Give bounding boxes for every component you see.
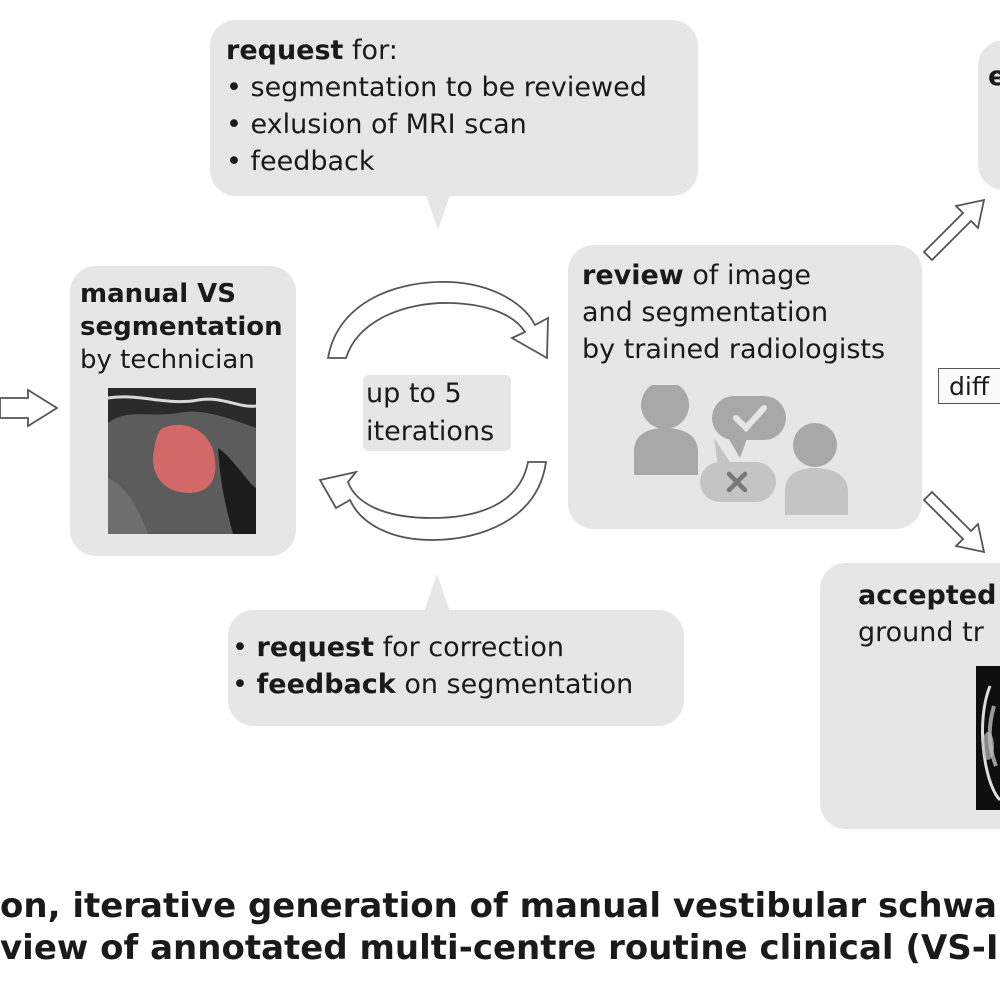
review-line2: and segmentation <box>582 297 829 328</box>
iterations-line1: up to 5 <box>366 378 462 409</box>
review-bold: review <box>582 260 684 291</box>
caption-line2: view of annotated multi-centre routine c… <box>0 928 999 968</box>
iterations-line2: iterations <box>366 416 495 447</box>
side-label: diff <box>938 368 1000 404</box>
manual-seg-line1: manual VS <box>80 279 237 309</box>
review-line1-rest: of image <box>683 260 812 291</box>
request-bottom-bubble-tail <box>424 574 450 612</box>
request-bottom-item1-bold: request <box>256 632 374 663</box>
mri-segmentation-image <box>108 388 256 534</box>
iterations-box <box>363 375 511 451</box>
top-right-box-text: e <box>988 61 1000 92</box>
request-bottom-bubble <box>228 610 684 726</box>
entry-arrow <box>0 388 59 428</box>
accepted-line1: accepted <box>858 580 997 611</box>
manual-seg-line2: segmentation <box>80 312 283 342</box>
accepted-mri-image <box>976 666 1000 810</box>
request-top-title-bold: request <box>226 35 344 66</box>
request-top-text: request for: • segmentation to be review… <box>226 32 647 180</box>
request-bottom-text: • request for correction • feedback on s… <box>232 632 634 700</box>
accepted-box <box>820 563 1000 829</box>
curved-arrow-to-technician <box>318 461 548 541</box>
request-bottom-item2-bold: feedback <box>256 669 396 700</box>
caption-line1: on, iterative generation of manual vesti… <box>0 886 997 926</box>
request-top-title-rest: for: <box>343 35 398 66</box>
arrow-up-right <box>922 198 986 262</box>
request-top-item: • exlusion of MRI scan <box>226 109 527 140</box>
accepted-text: accepted ground tr <box>858 577 996 651</box>
arrow-down-right <box>922 490 986 554</box>
request-bottom-item1-rest: for correction <box>373 632 564 663</box>
radiologists-icon-layer <box>634 385 848 515</box>
accepted-line2: ground tr <box>858 617 984 648</box>
review-text: review of image and segmentation by trai… <box>582 257 885 368</box>
top-right-box <box>978 40 1000 190</box>
request-top-bubble-tail <box>425 192 451 230</box>
request-top-item: • feedback <box>226 146 375 177</box>
curved-arrow-to-review <box>326 281 549 360</box>
manual-seg-line3: by technician <box>80 345 255 375</box>
manual-segmentation-text: manual VS segmentation by technician <box>80 278 283 377</box>
request-top-bubble <box>210 20 698 196</box>
request-top-item: • segmentation to be reviewed <box>226 72 647 103</box>
iterations-text: up to 5 iterations <box>366 375 494 451</box>
request-bottom-item2-rest: on segmentation <box>395 669 634 700</box>
review-line3: by trained radiologists <box>582 334 886 365</box>
